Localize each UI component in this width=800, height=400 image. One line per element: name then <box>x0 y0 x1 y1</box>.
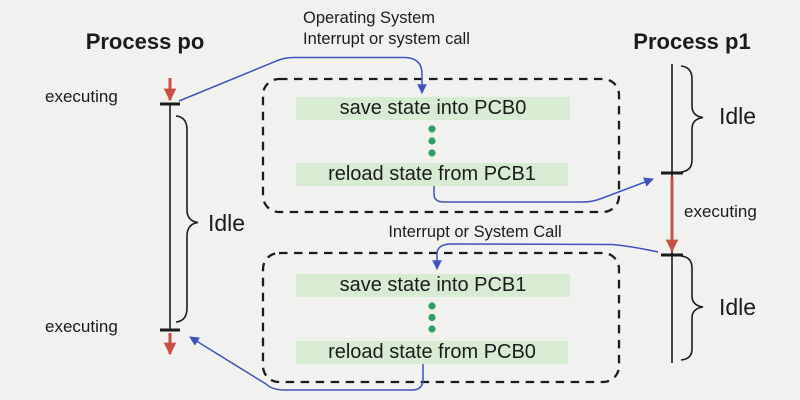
os-interrupt-label-line1: Operating System <box>303 9 436 27</box>
p0-executing-label-top: executing <box>45 87 118 106</box>
p1-idle-brace-top <box>680 65 704 173</box>
ellipsis-dots-top <box>428 125 436 157</box>
p1-idle-label-top: Idle <box>719 103 757 129</box>
os-interrupt-label-line2: Interrupt or system call <box>303 30 470 48</box>
save-state-pcb0-bar: save state into PCB0 <box>296 97 570 120</box>
p0-idle-label: Idle <box>208 210 246 236</box>
reload-state-pcb1-bar: reload state from PCB1 <box>296 163 568 186</box>
timeline-p0 <box>160 78 199 356</box>
process-p0-title: Process po <box>85 29 205 54</box>
p0-idle-brace <box>175 115 199 323</box>
mid-interrupt-label: Interrupt or System Call <box>388 223 562 241</box>
save-state-pcb1-bar: save state into PCB1 <box>296 274 570 297</box>
connector-p0-to-save-pcb0 <box>178 56 427 102</box>
ellipsis-dots-bottom <box>428 302 436 333</box>
timeline-p1 <box>661 64 704 363</box>
p1-idle-label-bottom: Idle <box>719 294 757 320</box>
process-p1-title: Process p1 <box>633 29 751 54</box>
reload-state-pcb0-bar: reload state from PCB0 <box>296 341 568 364</box>
connector-p1-to-save-pcb1 <box>432 243 659 270</box>
p0-executing-label-bottom: executing <box>45 317 118 336</box>
os-interrupt-label: Operating System Interrupt or system cal… <box>303 8 470 50</box>
p1-executing-label: executing <box>684 202 757 221</box>
p1-idle-brace-bottom <box>680 255 704 361</box>
